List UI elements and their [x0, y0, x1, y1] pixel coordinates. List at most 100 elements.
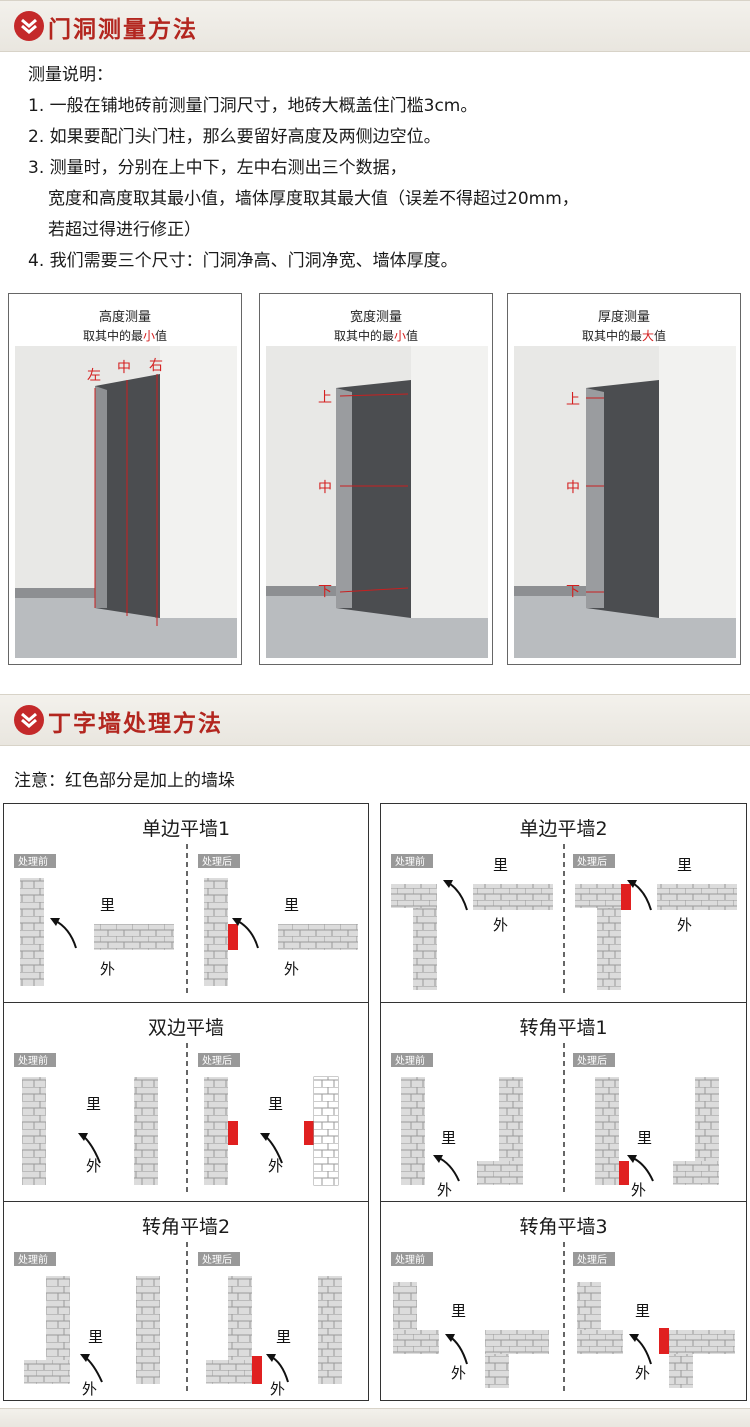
tag-before: 处理前: [395, 1054, 425, 1067]
label-outside: 外: [268, 1157, 283, 1175]
brick-wall: [473, 884, 553, 910]
label-inside: 里: [268, 1095, 283, 1113]
panel-corner-2: 处理前 处理后 里 外 里 外 转角平墙2: [3, 1201, 369, 1401]
brick-wall: [477, 1077, 523, 1185]
brick-wall: [393, 1282, 439, 1354]
tag-after: 处理后: [202, 1055, 232, 1067]
brick-wall: [22, 1077, 46, 1185]
brick-wall: [575, 884, 621, 990]
panel-title: 转角平墙2: [141, 1216, 231, 1238]
brick-wall: [204, 878, 228, 986]
panel-title: 转角平墙3: [519, 1216, 608, 1238]
added-pier: [659, 1328, 669, 1354]
brick-wall: [136, 1276, 160, 1384]
chevron-down-icon: [14, 705, 44, 735]
panel-corner-1: 处理前 处理后 里 外 里 外 转角平墙1: [380, 1002, 747, 1202]
brick-wall: [206, 1276, 252, 1384]
chevron-down-icon: [14, 11, 44, 41]
brick-wall: [278, 924, 358, 950]
instruction-item: 4. 我们需要三个尺寸：门洞净高、门洞净宽、墙体厚度。: [28, 251, 458, 271]
brick-wall: [673, 1077, 719, 1185]
label-outside: 外: [631, 1181, 646, 1199]
note-text: 注意：红色部分是加上的墙垛: [14, 771, 235, 791]
photo-subcaption: 取其中的最小值: [333, 329, 419, 343]
label-middle: 中: [117, 360, 131, 376]
brick-wall: [204, 1077, 228, 1185]
doorway-photo: 上 中 下: [514, 346, 736, 658]
brick-wall: [595, 1077, 619, 1185]
photo-subcaption: 取其中的最大值: [581, 329, 667, 343]
label-outside: 外: [270, 1380, 285, 1398]
label-outside: 外: [437, 1181, 452, 1199]
label-middle: 中: [566, 480, 580, 496]
label-inside: 里: [635, 1302, 650, 1320]
photo-caption: 高度测量: [98, 310, 151, 325]
added-pier: [228, 1121, 238, 1145]
label-outside: 外: [635, 1364, 650, 1382]
label-bottom: 下: [318, 584, 332, 600]
label-outside: 外: [100, 960, 115, 978]
panel-title: 单边平墙2: [519, 818, 608, 840]
brick-wall: [657, 884, 737, 910]
photo-thickness-measure: 厚度测量 取其中的最大值 上 中 下: [507, 293, 741, 665]
label-inside: 里: [284, 896, 299, 914]
brick-wall: [577, 1282, 623, 1354]
photo-height-measure: 高度测量 取其中的最小值 左 中 右: [8, 293, 242, 665]
photo-caption: 厚度测量: [597, 310, 650, 325]
label-inside: 里: [451, 1302, 466, 1320]
panel-single-side-1: 处理前 处理后 里 外 里 外 单边平墙1: [3, 803, 369, 1003]
section-title: 丁字墙处理方法: [48, 711, 223, 737]
label-outside: 外: [677, 916, 692, 934]
instruction-item: 若超过得进行修正）: [48, 220, 201, 240]
label-bottom: 下: [566, 584, 580, 600]
label-inside: 里: [100, 896, 115, 914]
brick-wall: [318, 1276, 342, 1384]
added-pier: [252, 1356, 262, 1384]
label-top: 上: [566, 392, 580, 408]
measurement-instructions: 测量说明： 1. 一般在铺地砖前测量门洞尺寸，地砖大概盖住门槛3cm。 2. 如…: [28, 60, 728, 277]
panel-corner-3: 处理前 处理后 里 外 里 外 转角平墙3: [380, 1201, 747, 1401]
label-inside: 里: [677, 856, 692, 874]
added-pier: [619, 1161, 629, 1185]
brick-wall: [20, 878, 44, 986]
tag-before: 处理前: [395, 855, 425, 868]
tag-before: 处理前: [18, 1253, 48, 1266]
brick-wall: [485, 1330, 549, 1388]
photo-subcaption: 取其中的最小值: [82, 329, 168, 343]
panel-double-side: 处理前 处理后 里 外 里 外 双边平墙: [3, 1002, 369, 1202]
instruction-item: 2. 如果要配门头门柱，那么要留好高度及两侧边空位。: [28, 127, 441, 147]
instruction-item: 宽度和高度取其最小值，墙体厚度取其最大值（误差不得超过20mm，: [48, 189, 579, 209]
label-outside: 外: [86, 1157, 101, 1175]
added-pier: [228, 924, 238, 950]
doorway-photo: 左 中 右: [15, 346, 237, 658]
tag-before: 处理前: [395, 1253, 425, 1266]
brick-wall: [313, 1076, 339, 1186]
instruction-item: 3. 测量时，分别在上中下，左中右测出三个数据，: [28, 158, 407, 178]
brick-wall: [669, 1330, 735, 1388]
footer-band: [0, 1408, 750, 1427]
brick-wall: [134, 1077, 158, 1185]
label-inside: 里: [276, 1328, 291, 1346]
panel-title: 转角平墙1: [519, 1017, 608, 1039]
label-inside: 里: [88, 1328, 103, 1346]
tag-after: 处理后: [577, 1055, 607, 1067]
section-header-door-measure: 门洞测量方法: [0, 0, 750, 52]
tag-after: 处理后: [202, 1254, 232, 1266]
added-pier: [621, 884, 631, 910]
label-top: 上: [318, 390, 332, 406]
doorway-photo: 上 中 下: [266, 346, 488, 658]
label-left: 左: [87, 368, 101, 384]
panel-title: 双边平墙: [147, 1017, 224, 1039]
panel-single-side-2: 处理前 处理后 里 外 里 外 单边平墙2: [380, 803, 747, 1003]
tag-after: 处理后: [577, 856, 607, 868]
label-inside: 里: [637, 1129, 652, 1147]
photo-width-measure: 宽度测量 取其中的最小值 上 中 下: [259, 293, 493, 665]
tag-before: 处理前: [18, 855, 48, 868]
label-outside: 外: [493, 916, 508, 934]
added-pier: [304, 1121, 314, 1145]
brick-wall: [24, 1276, 70, 1384]
brick-wall: [94, 924, 174, 950]
photo-caption: 宽度测量: [349, 310, 402, 325]
label-outside: 外: [451, 1364, 466, 1382]
instruction-item: 1. 一般在铺地砖前测量门洞尺寸，地砖大概盖住门槛3cm。: [28, 96, 478, 116]
